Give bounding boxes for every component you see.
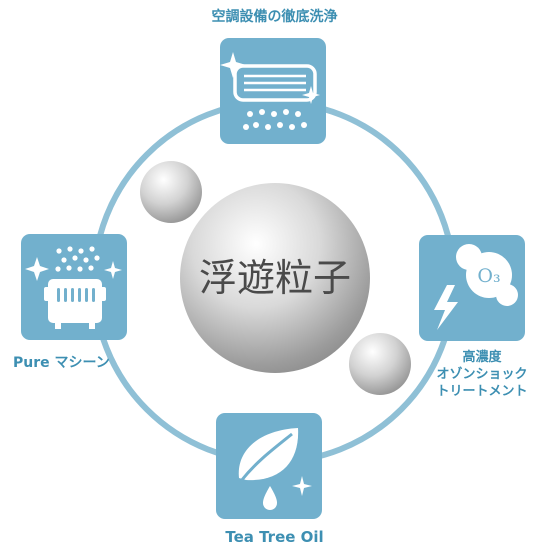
label-air-conditioner-cleaning: 空調設備の徹底洗浄 [211,9,338,25]
small-particle-sphere-top [140,161,202,223]
air-conditioner-cleaning-icon [220,52,320,130]
small-particle-sphere-bottom [349,333,411,395]
tile-left [21,234,127,340]
ozone-formula: O₃ [477,265,500,287]
tile-bottom [216,413,322,519]
purifier-machine-icon [25,246,122,329]
ozone-icon: O₃ [434,244,518,330]
label-tea-tree-oil: Tea Tree Oil [225,528,324,546]
center-sphere [180,183,370,373]
label-ozone-line-2: オゾンショック [436,367,528,382]
label-ozone-treatment: 高濃度 オゾンショック トリートメント [420,349,544,400]
label-ozone-line-3: トリートメント [436,384,528,399]
leaf-oil-drop-icon [238,428,312,510]
label-pure-machine: Pure マシーン [13,355,110,371]
tile-top [220,38,326,144]
center-title: 浮遊粒子 [199,256,351,300]
tile-right: O₃ [419,235,525,341]
label-ozone-line-1: 高濃度 [462,350,502,365]
